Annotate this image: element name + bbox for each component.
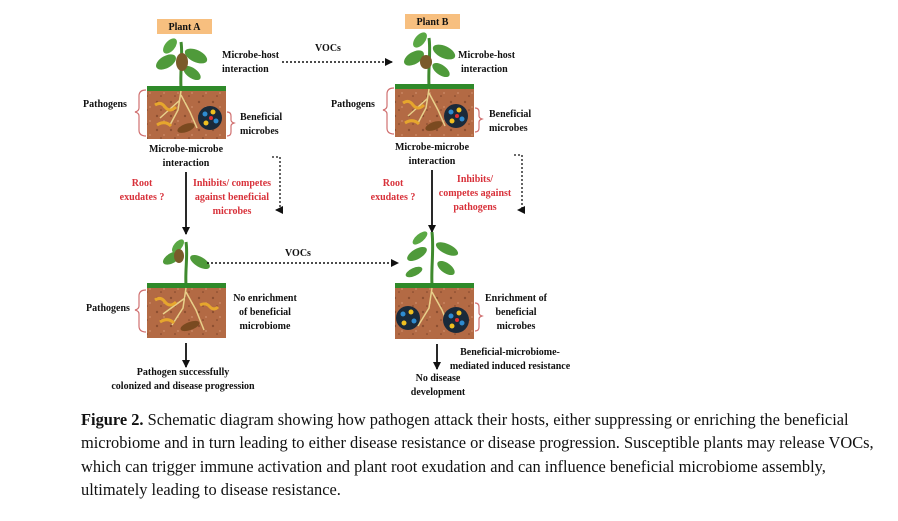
plant-a-bottom-pathogens-bracket: [134, 289, 147, 333]
plant-b-bottom-plant: [405, 231, 459, 286]
plant-a-top-beneficial-line1: Beneficial: [240, 112, 282, 123]
plant-b-outcome-line2: development: [411, 387, 466, 398]
plant-a-inhibit-line2: against beneficial: [195, 192, 269, 203]
plant-b-top-beneficial-line2: microbes: [489, 123, 528, 134]
plant-b-top-beneficial-bracket: [474, 107, 484, 133]
plant-b-label-box: [405, 14, 460, 29]
plant-a-root-line1: Root: [132, 178, 153, 189]
plant-b-top-beneficial-line1: Beneficial: [489, 109, 531, 120]
plant-b-bottom-soil: [395, 283, 474, 339]
plant-a-top-host-line2: interaction: [222, 64, 269, 75]
plant-a-mm-line2: interaction: [163, 158, 210, 169]
plant-a-label: Plant A: [169, 22, 202, 33]
plant-b-enrich-line3: microbes: [497, 321, 536, 332]
plant-b-inhibit-line1: Inhibits/: [457, 174, 493, 185]
plant-b-mediated-line2: mediated induced resistance: [450, 361, 571, 372]
plant-a-outcome-line1: Pathogen successfully: [137, 367, 230, 378]
plant-b-inhibit-line3: pathogens: [453, 202, 496, 213]
plant-a-top-pathogens: Pathogens: [83, 99, 127, 110]
plant-a-inhibit-line1: Inhibits/ competes: [193, 178, 271, 189]
vocs-bottom-label: VOCs: [285, 248, 311, 259]
schematic-diagram: Plant A Microbe-host interaction Pathoge…: [83, 14, 571, 398]
plant-a-top-soil: [147, 86, 226, 139]
plant-a-top-pathogens-bracket: [134, 89, 147, 137]
plant-a-bottom-plant: [162, 239, 210, 286]
plant-b-mm-line2: interaction: [409, 156, 456, 167]
plant-a-top-plant: [156, 38, 208, 89]
plant-b-outcome-line1: No disease: [416, 373, 461, 384]
plant-a-bottom-pathogens: Pathogens: [86, 303, 130, 314]
plant-a-no-enrich-line3: microbiome: [240, 321, 291, 332]
plant-b-inhibit-dotted-arrow: [514, 154, 525, 214]
plant-b-top-pathogens-bracket: [382, 87, 395, 135]
plant-b-inhibit-line2: competes against: [439, 188, 512, 199]
figure-label: Figure 2.: [81, 410, 144, 429]
plant-a-outcome-line2: colonized and disease progression: [111, 381, 255, 392]
plant-a-inhibit-line3: microbes: [213, 206, 252, 217]
plant-b-mediated-line1: Beneficial-microbiome-: [460, 347, 560, 358]
plant-b-top-plant: [404, 32, 456, 87]
plant-b-bottom-beneficial-bracket: [474, 302, 484, 332]
plant-a-no-enrich-line2: of beneficial: [239, 307, 291, 318]
plant-b-top-host-line2: interaction: [461, 64, 508, 75]
plant-b-top-host-line1: Microbe-host: [458, 50, 516, 61]
plant-a-mm-line1: Microbe-microbe: [149, 144, 224, 155]
plant-a-top-host-line1: Microbe-host: [222, 50, 280, 61]
plant-b-top-pathogens: Pathogens: [331, 99, 375, 110]
plant-a-no-enrich-line1: No enrichment: [233, 293, 297, 304]
plant-b-top-soil: [395, 84, 474, 137]
plant-a-inhibit-dotted-arrow: [272, 156, 283, 214]
plant-a-top-beneficial-bracket: [226, 111, 236, 137]
figure-caption-text: Schematic diagram showing how pathogen a…: [81, 410, 874, 499]
plant-b-enrich-line2: beneficial: [495, 307, 536, 318]
plant-a-label-box: [157, 19, 212, 34]
plant-a-bottom-soil: [147, 283, 226, 338]
vocs-top-label: VOCs: [315, 43, 341, 54]
plant-b-root-line2: exudates ?: [371, 192, 416, 203]
plant-b-root-line1: Root: [383, 178, 404, 189]
plant-b-mm-line1: Microbe-microbe: [395, 142, 470, 153]
plant-b-enrich-line1: Enrichment of: [485, 293, 548, 304]
plant-a-top-beneficial-line2: microbes: [240, 126, 279, 137]
figure-caption: Figure 2. Schematic diagram showing how …: [81, 408, 881, 501]
plant-b-label: Plant B: [417, 17, 449, 28]
plant-a-root-line2: exudates ?: [120, 192, 165, 203]
